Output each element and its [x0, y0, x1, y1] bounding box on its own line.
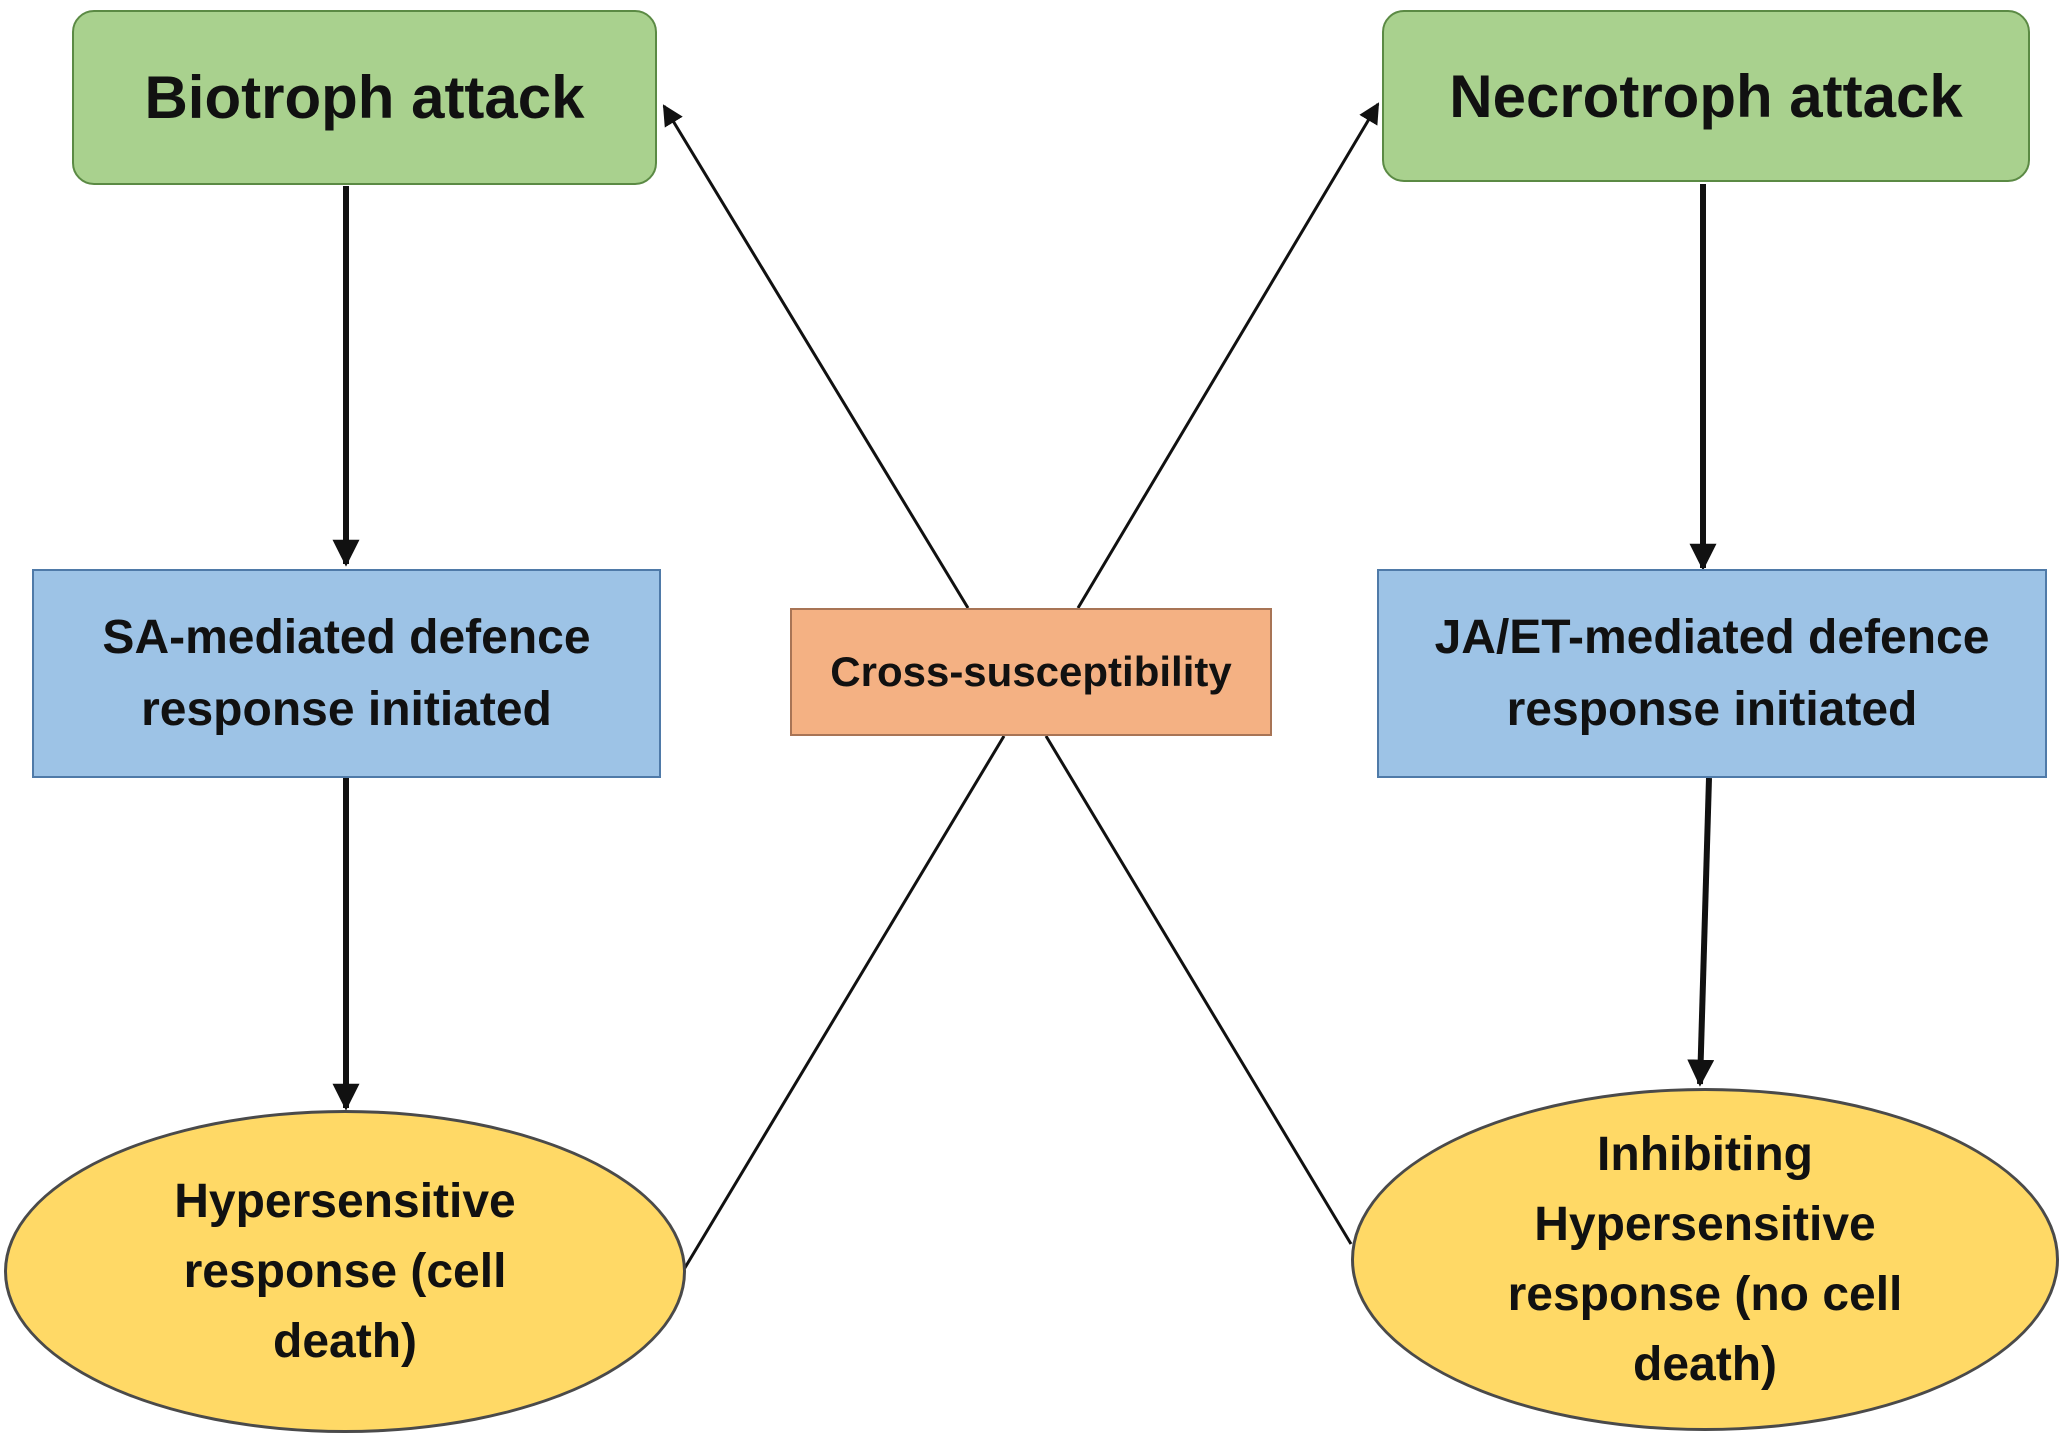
arrow-cross-to-biotroph	[662, 104, 970, 609]
biotroph-attack-node: Biotroph attack	[72, 10, 657, 185]
inhibiting-label-line-1: Inhibiting	[1597, 1127, 1813, 1181]
arrow-ja-to-inhibiting	[1687, 777, 1715, 1087]
line-cross-to-inhibiting	[1044, 735, 1353, 1245]
necrotroph-attack-node: Necrotroph attack	[1382, 10, 2030, 182]
sa-defence-node: SA-mediated defence response initiated	[32, 569, 661, 778]
ja-et-defence-label-line-1: JA/ET-mediated defence	[1434, 610, 1990, 664]
inhibiting-hypersensitive-response-node: Inhibiting Hypersensitive response (no c…	[1351, 1088, 2059, 1431]
inhibiting-label-line-3: response (no cell	[1507, 1267, 1903, 1321]
cross-susceptibility-node: Cross-susceptibility	[790, 608, 1272, 736]
sa-defence-label-line-1: SA-mediated defence	[102, 610, 591, 664]
arrow-cross-to-necrotroph	[1076, 102, 1380, 609]
line-hypersensitive-to-cross	[681, 735, 1006, 1272]
hypersensitive-response-node: Hypersensitive response (cell death)	[4, 1110, 686, 1433]
ja-et-defence-label-line-2: response initiated	[1506, 682, 1918, 736]
necrotroph-attack-label: Necrotroph attack	[1449, 62, 1963, 130]
sa-defence-label-line-2: response initiated	[141, 682, 552, 736]
hypersensitive-label-line-2: response (cell	[183, 1244, 507, 1298]
hypersensitive-label-line-3: death)	[273, 1314, 417, 1368]
ja-et-defence-node: JA/ET-mediated defence response initiate…	[1377, 569, 2047, 778]
biotroph-attack-label: Biotroph attack	[144, 64, 585, 131]
inhibiting-label-line-2: Hypersensitive	[1534, 1197, 1876, 1251]
hypersensitive-label-line-1: Hypersensitive	[174, 1174, 516, 1228]
inhibiting-label-line-4: death)	[1633, 1337, 1777, 1391]
cross-susceptibility-label: Cross-susceptibility	[830, 648, 1232, 695]
